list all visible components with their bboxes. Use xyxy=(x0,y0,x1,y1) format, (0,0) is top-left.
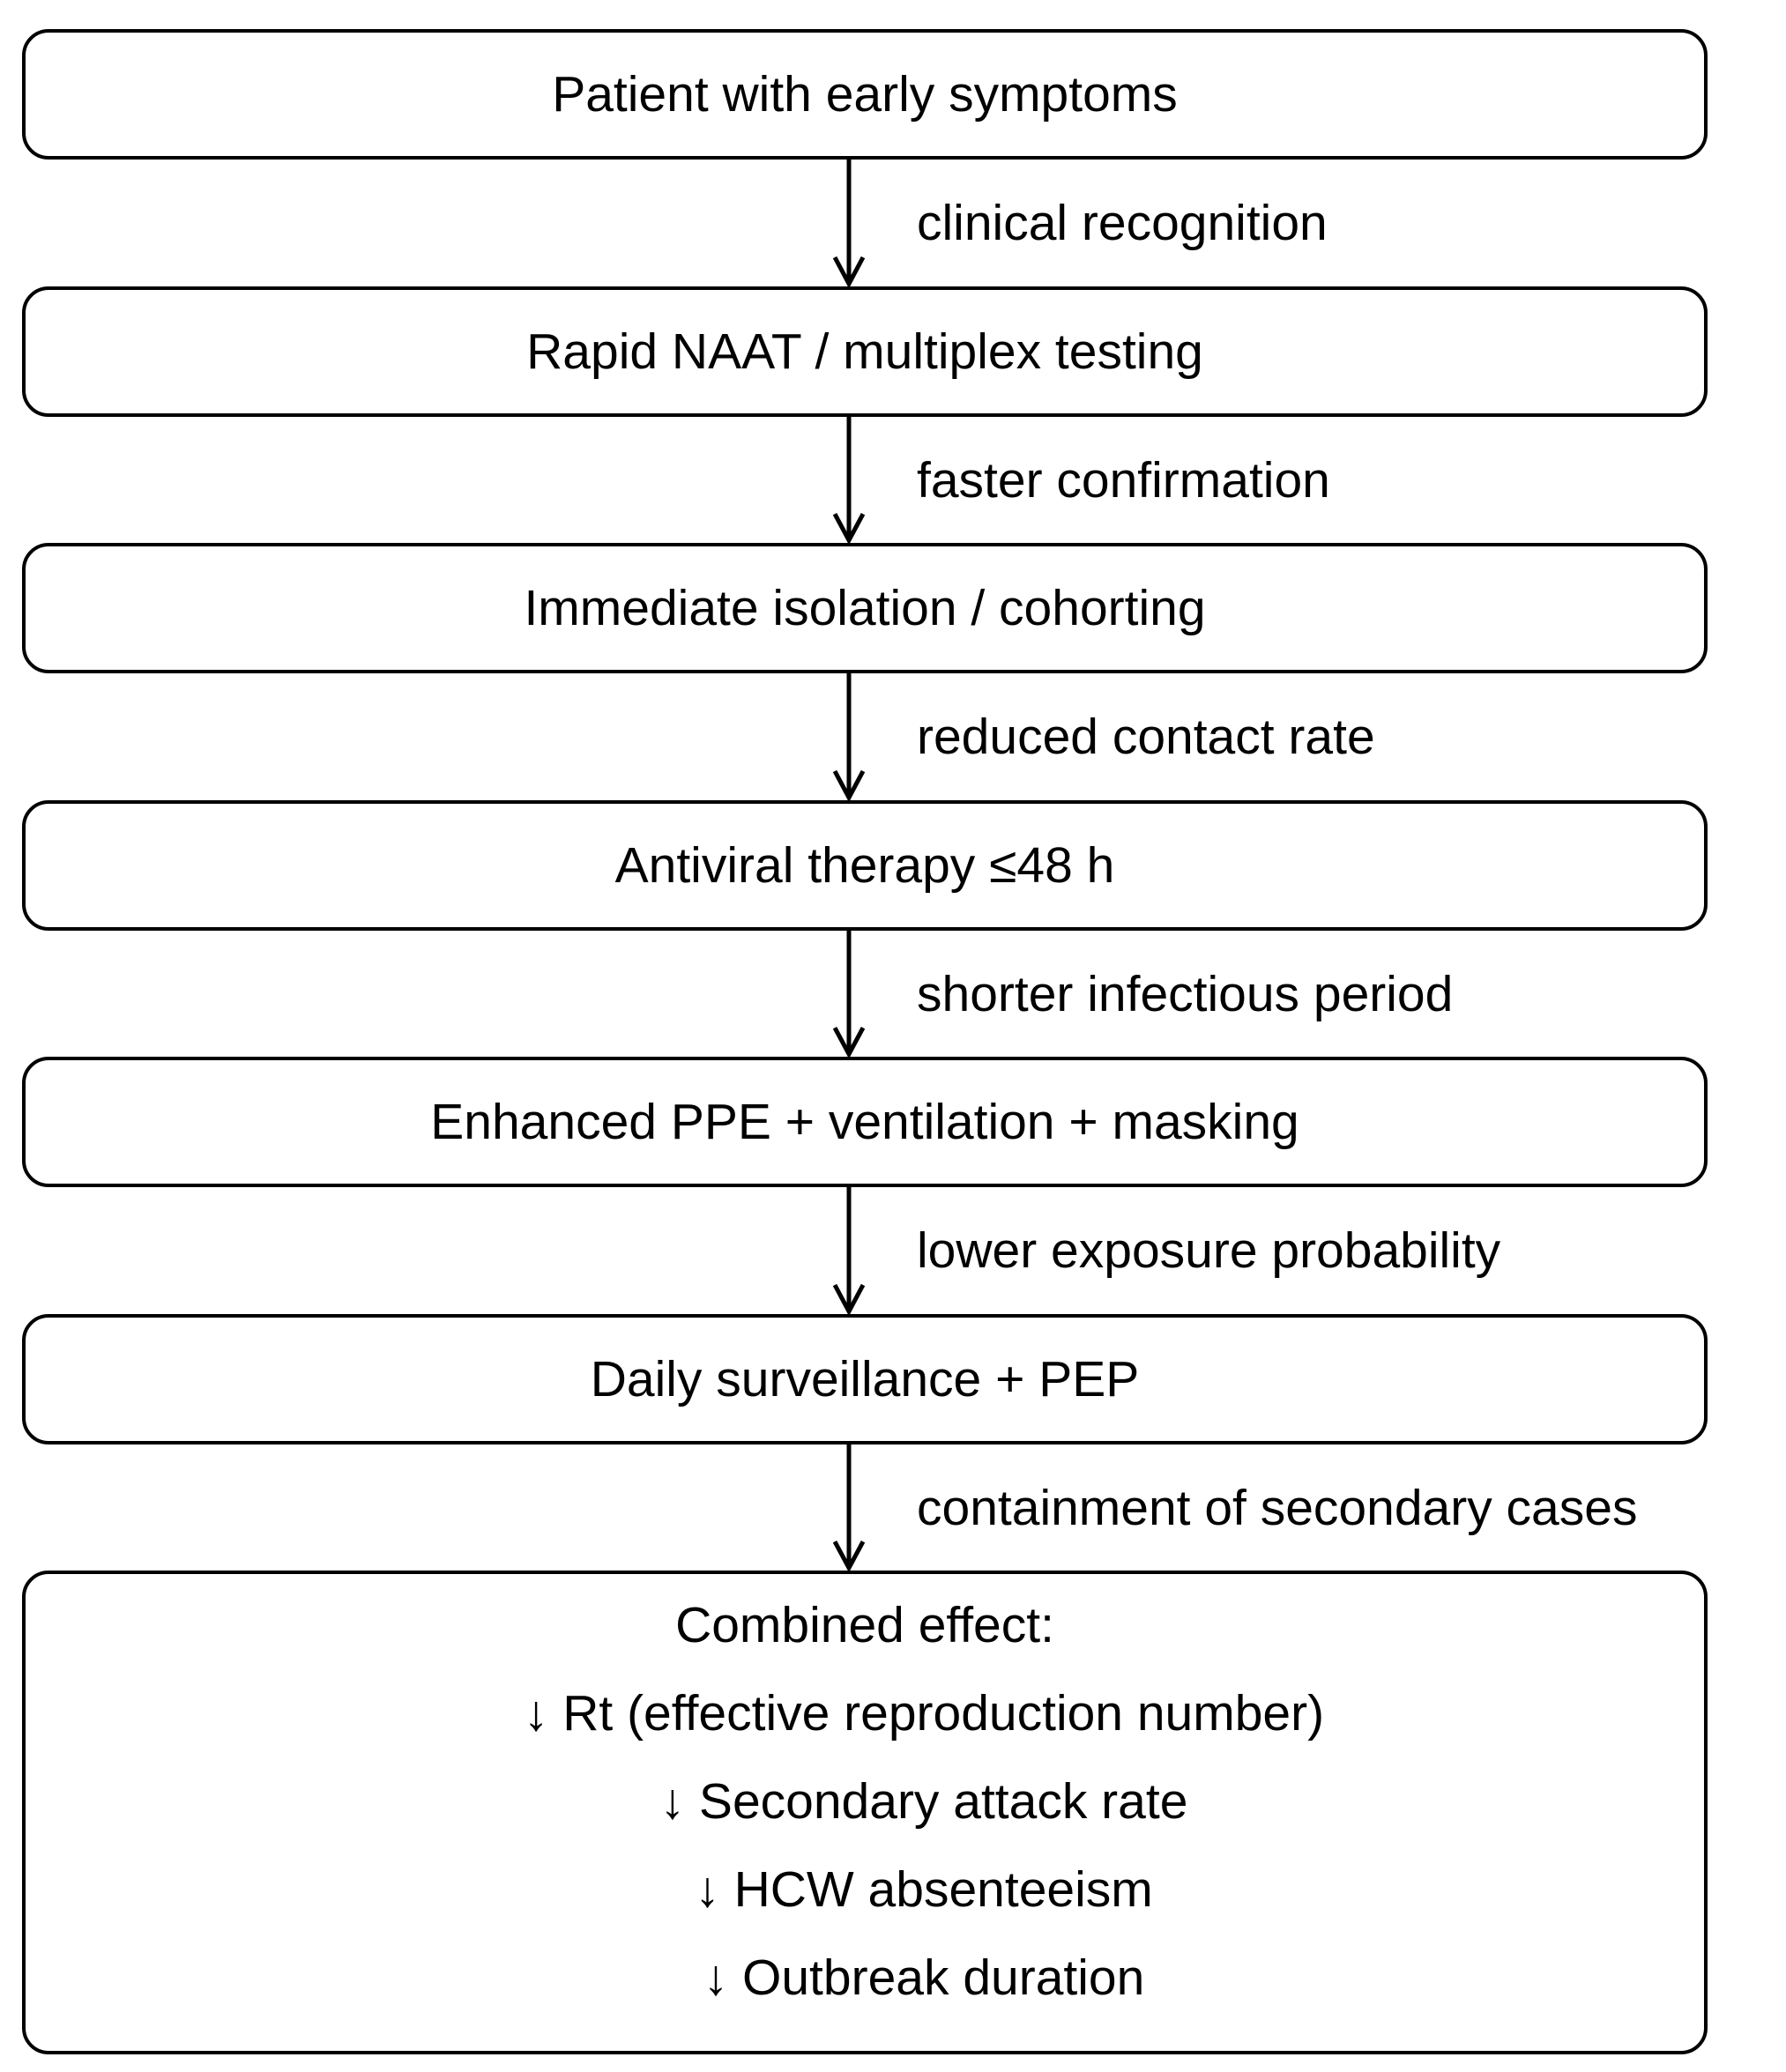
arrow-label: containment of secondary cases xyxy=(917,1479,1638,1536)
down-arrow-icon xyxy=(832,1187,866,1314)
flow-step-box-isolation: Immediate isolation / cohorting xyxy=(22,543,1708,673)
down-arrow-icon xyxy=(832,931,866,1057)
combined-effect-item: ↓ Outbreak duration xyxy=(703,1949,1145,2006)
flow-step-label: Rapid NAAT / multiplex testing xyxy=(526,323,1203,380)
flow-step-box-ppe-ventilation: Enhanced PPE + ventilation + masking xyxy=(22,1057,1708,1187)
down-arrow-icon xyxy=(832,160,866,286)
arrow-label: clinical recognition xyxy=(917,195,1328,251)
combined-effect-box: Combined effect: ↓ Rt (effective reprodu… xyxy=(22,1571,1708,2054)
flow-connector-2: faster confirmation xyxy=(0,417,1786,543)
flow-connector-3: reduced contact rate xyxy=(0,673,1786,800)
flow-step-label: Antiviral therapy ≤48 h xyxy=(614,836,1115,894)
arrow-label: faster confirmation xyxy=(917,451,1330,509)
flow-connector-4: shorter infectious period xyxy=(0,931,1786,1057)
flow-step-label: Daily surveillance + PEP xyxy=(590,1350,1140,1407)
arrow-label: lower exposure probability xyxy=(917,1222,1501,1279)
combined-effect-item: ↓ Rt (effective reproduction number) xyxy=(523,1685,1325,1742)
down-arrow-icon xyxy=(832,1444,866,1571)
down-arrow-icon xyxy=(832,417,866,543)
combined-effect-title: Combined effect: xyxy=(675,1597,1054,1653)
flow-connector-1: clinical recognition xyxy=(0,160,1786,286)
flow-step-label: Enhanced PPE + ventilation + masking xyxy=(430,1093,1299,1150)
flow-step-box-rapid-testing: Rapid NAAT / multiplex testing xyxy=(22,286,1708,417)
combined-effect-item: ↓ Secondary attack rate xyxy=(659,1773,1188,1830)
flow-connector-5: lower exposure probability xyxy=(0,1187,1786,1314)
flow-step-box-antiviral-therapy: Antiviral therapy ≤48 h xyxy=(22,800,1708,931)
flow-step-box-surveillance-pep: Daily surveillance + PEP xyxy=(22,1314,1708,1444)
arrow-label: shorter infectious period xyxy=(917,965,1454,1022)
flow-connector-6: containment of secondary cases xyxy=(0,1444,1786,1571)
flow-step-box-patient-symptoms: Patient with early symptoms xyxy=(22,29,1708,160)
flow-step-label: Patient with early symptoms xyxy=(552,65,1178,123)
arrow-label: reduced contact rate xyxy=(917,709,1375,765)
combined-effect-item: ↓ HCW absenteeism xyxy=(695,1861,1153,1918)
down-arrow-icon xyxy=(832,673,866,800)
flow-step-label: Immediate isolation / cohorting xyxy=(524,579,1206,636)
